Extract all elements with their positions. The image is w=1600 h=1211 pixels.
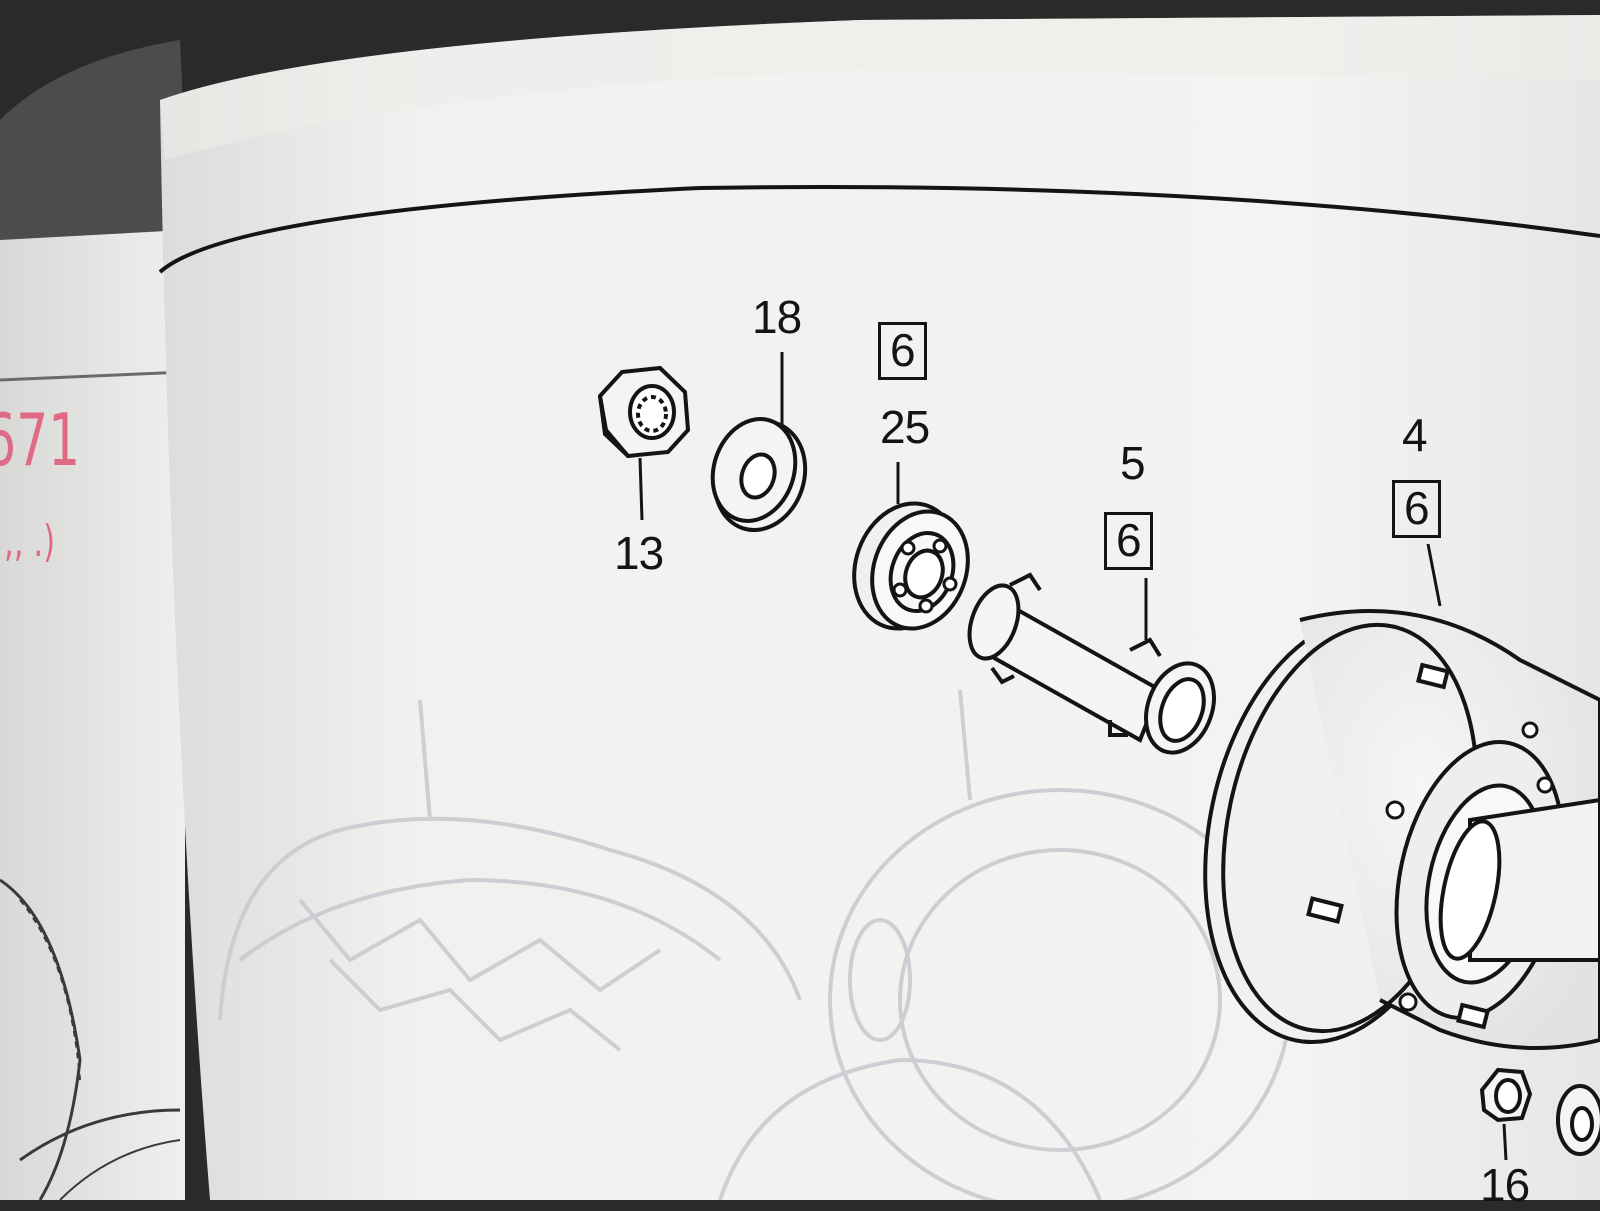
left-page [0, 230, 186, 1200]
callout-16: 16 [1480, 1159, 1530, 1211]
washer-icon [710, 417, 808, 533]
callout-18: 18 [752, 291, 802, 343]
callout-5: 5 [1120, 437, 1146, 489]
callout-box-6-bearing: 6 [878, 322, 927, 380]
callout-box-6-spacer: 6 [1104, 512, 1153, 570]
wheel-hub-icon [1203, 609, 1600, 1050]
callout-box-6-hub: 6 [1392, 480, 1441, 538]
bearing-icon [852, 501, 970, 631]
handwritten-marks: ,, .) [4, 516, 56, 567]
header-rule [158, 185, 1600, 274]
leader-16 [1502, 1123, 1508, 1161]
callout-25: 25 [880, 401, 930, 453]
leader-4 [1426, 543, 1442, 607]
leader-13 [638, 457, 644, 521]
handwritten-number: 671 [0, 398, 81, 482]
callout-13: 13 [614, 527, 664, 579]
hex-nut-icon [597, 365, 691, 459]
small-nut-icon [1479, 1067, 1600, 1156]
spacer-sleeve-icon [967, 572, 1216, 755]
callout-4: 4 [1402, 409, 1428, 461]
